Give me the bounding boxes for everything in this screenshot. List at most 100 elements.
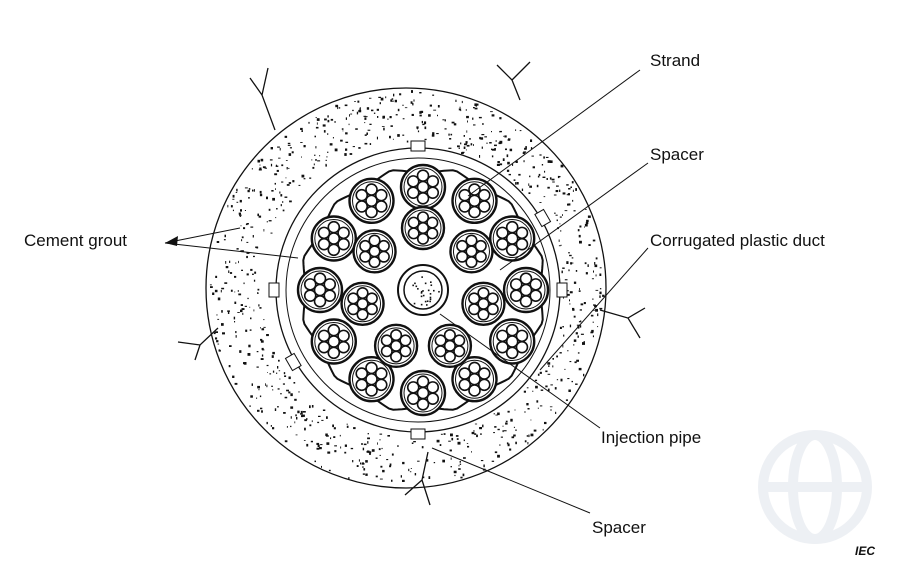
wire <box>323 278 337 291</box>
grout-speckle <box>537 175 540 178</box>
grout-speckle <box>261 410 263 413</box>
grout-speckle <box>394 99 397 103</box>
grout-speckle <box>413 99 415 102</box>
grout-speckle <box>578 234 581 238</box>
grout-speckle <box>301 130 303 132</box>
grout-speckle <box>507 410 510 413</box>
grout-speckle <box>412 102 414 106</box>
wire <box>505 243 519 257</box>
grout-speckle <box>250 317 252 320</box>
grout-speckle <box>542 176 546 178</box>
grout-speckle <box>575 188 577 191</box>
wire <box>303 289 317 302</box>
grout-speckle <box>505 422 508 425</box>
grout-speckle <box>432 94 435 96</box>
grout-speckle <box>361 462 364 465</box>
grout-speckle <box>232 194 235 198</box>
grout-speckle <box>595 289 599 291</box>
wire <box>406 392 420 405</box>
strand <box>489 215 536 262</box>
grout-speckle <box>539 371 542 374</box>
grout-speckle <box>559 189 561 192</box>
wire <box>327 323 341 337</box>
grout-speckle <box>213 332 216 335</box>
grout-speckle <box>544 170 546 173</box>
grout-speckle <box>411 442 414 444</box>
grout-speckle <box>215 275 218 278</box>
grout-speckle <box>573 339 577 342</box>
grout-speckle <box>333 427 336 430</box>
grout-speckle <box>567 350 569 352</box>
grout-speckle <box>261 354 264 357</box>
wire <box>416 191 430 205</box>
grout-speckle <box>543 156 545 159</box>
grout-speckle <box>281 181 284 183</box>
wire <box>426 381 440 394</box>
grout-speckle <box>378 96 381 98</box>
grout-speckle <box>473 144 474 146</box>
grout-speckle <box>373 112 376 114</box>
grout-speckle <box>257 213 259 217</box>
grout-speckle <box>442 459 445 463</box>
leader-lines <box>164 69 649 514</box>
spacer-block <box>410 140 426 152</box>
grout-speckle <box>524 440 527 443</box>
grout-speckle <box>260 158 264 162</box>
grout-speckle <box>456 438 459 440</box>
grout-speckle <box>496 163 500 166</box>
grout-speckle <box>298 391 300 393</box>
grout-speckle <box>244 305 247 307</box>
grout-speckle <box>577 335 579 338</box>
grout-speckle <box>296 417 298 420</box>
grout-speckle <box>316 442 320 445</box>
grout-speckle <box>376 108 379 111</box>
wire <box>519 294 533 308</box>
grout-speckle <box>275 217 277 219</box>
grout-speckle <box>584 226 585 228</box>
grout-speckle <box>391 453 394 456</box>
grout-speckle <box>527 442 529 445</box>
grout-speckle <box>260 340 264 343</box>
grout-speckle <box>216 314 218 316</box>
grout-speckle <box>572 307 575 310</box>
wire <box>416 211 430 224</box>
grout-speckle <box>300 413 303 415</box>
grout-speckle <box>584 262 587 265</box>
grout-speckle <box>571 257 574 259</box>
grout-speckle <box>257 385 260 389</box>
grout-speckle <box>577 229 580 232</box>
grout-speckle <box>235 331 237 334</box>
wire <box>453 334 466 347</box>
grout-speckle <box>376 136 378 140</box>
iec-source-mark: IEC <box>855 544 875 558</box>
grout-speckle <box>444 119 446 122</box>
grout-speckle <box>246 223 249 225</box>
cement-grout-speckles <box>209 90 605 482</box>
grout-speckle <box>531 155 534 157</box>
wire <box>434 334 447 347</box>
wire <box>416 169 430 183</box>
grout-speckle <box>214 289 218 293</box>
wire <box>365 183 378 196</box>
grout-speckle <box>259 307 262 309</box>
grout-speckle <box>432 132 435 135</box>
grout-speckle <box>292 180 295 183</box>
grout-speckle <box>364 142 368 145</box>
grout-speckle <box>262 166 266 169</box>
grout-speckle <box>568 252 570 254</box>
grout-speckle <box>259 190 262 194</box>
grout-speckle <box>448 133 450 136</box>
grout-speckle <box>254 271 257 274</box>
grout-speckle <box>318 415 321 417</box>
injection-pipe <box>397 264 449 316</box>
grout-speckle <box>369 452 371 455</box>
grout-speckle <box>321 465 322 468</box>
grout-speckle <box>266 384 268 388</box>
grout-speckle <box>484 136 487 138</box>
grout-speckle <box>507 443 510 447</box>
grout-speckle <box>494 451 498 454</box>
grout-speckle <box>575 383 578 385</box>
grout-speckle <box>306 418 308 421</box>
grout-speckle <box>491 148 493 150</box>
grout-speckle <box>257 288 260 291</box>
